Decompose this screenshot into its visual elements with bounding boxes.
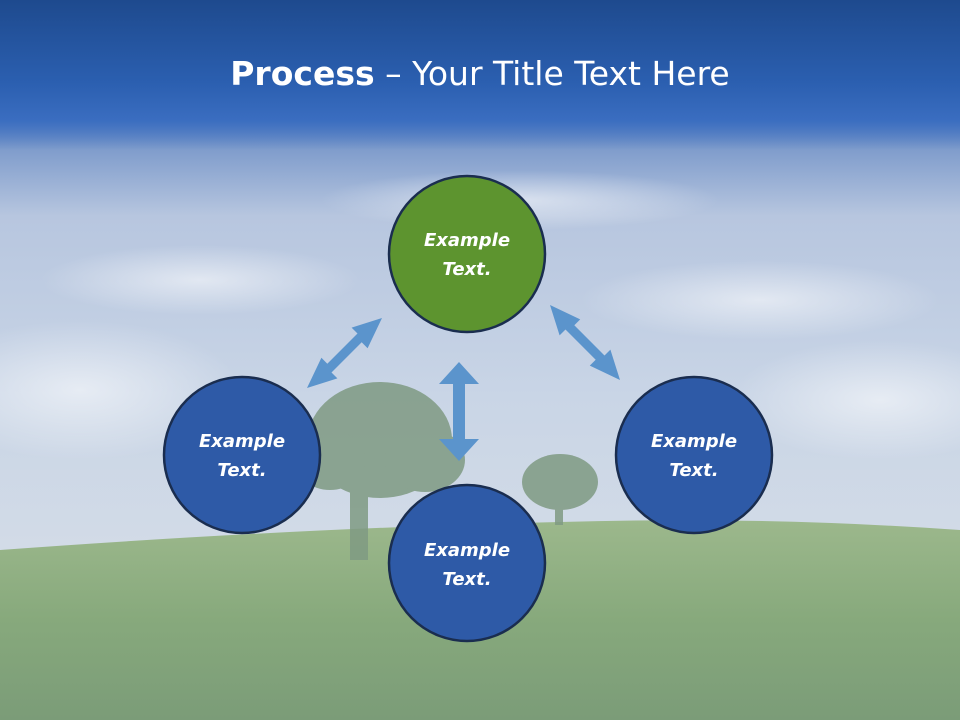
node-left-line2: Text. xyxy=(217,460,266,481)
node-top-line1: Example xyxy=(424,230,510,251)
node-left-line1: Example xyxy=(199,431,285,452)
header-band xyxy=(0,0,960,150)
node-top-line2: Text. xyxy=(442,259,491,280)
node-right-line1: Example xyxy=(651,431,737,452)
tree-large xyxy=(295,382,465,560)
process-node-left: Example Text. xyxy=(162,375,322,535)
node-bottom-line1: Example xyxy=(424,540,510,561)
node-bottom-line2: Text. xyxy=(442,569,491,590)
title-bold: Process xyxy=(230,54,375,93)
process-node-right: Example Text. xyxy=(614,375,774,535)
tree-small xyxy=(522,454,598,525)
process-node-top: Example Text. xyxy=(387,174,547,334)
slide-title: Process – Your Title Text Here xyxy=(0,50,960,98)
process-node-bottom: Example Text. xyxy=(387,483,547,643)
double-arrow-icon xyxy=(307,318,382,388)
node-right-line2: Text. xyxy=(669,460,718,481)
double-arrow-icon xyxy=(550,305,620,380)
double-arrow-icon xyxy=(439,362,479,461)
title-rest: – Your Title Text Here xyxy=(374,54,730,93)
